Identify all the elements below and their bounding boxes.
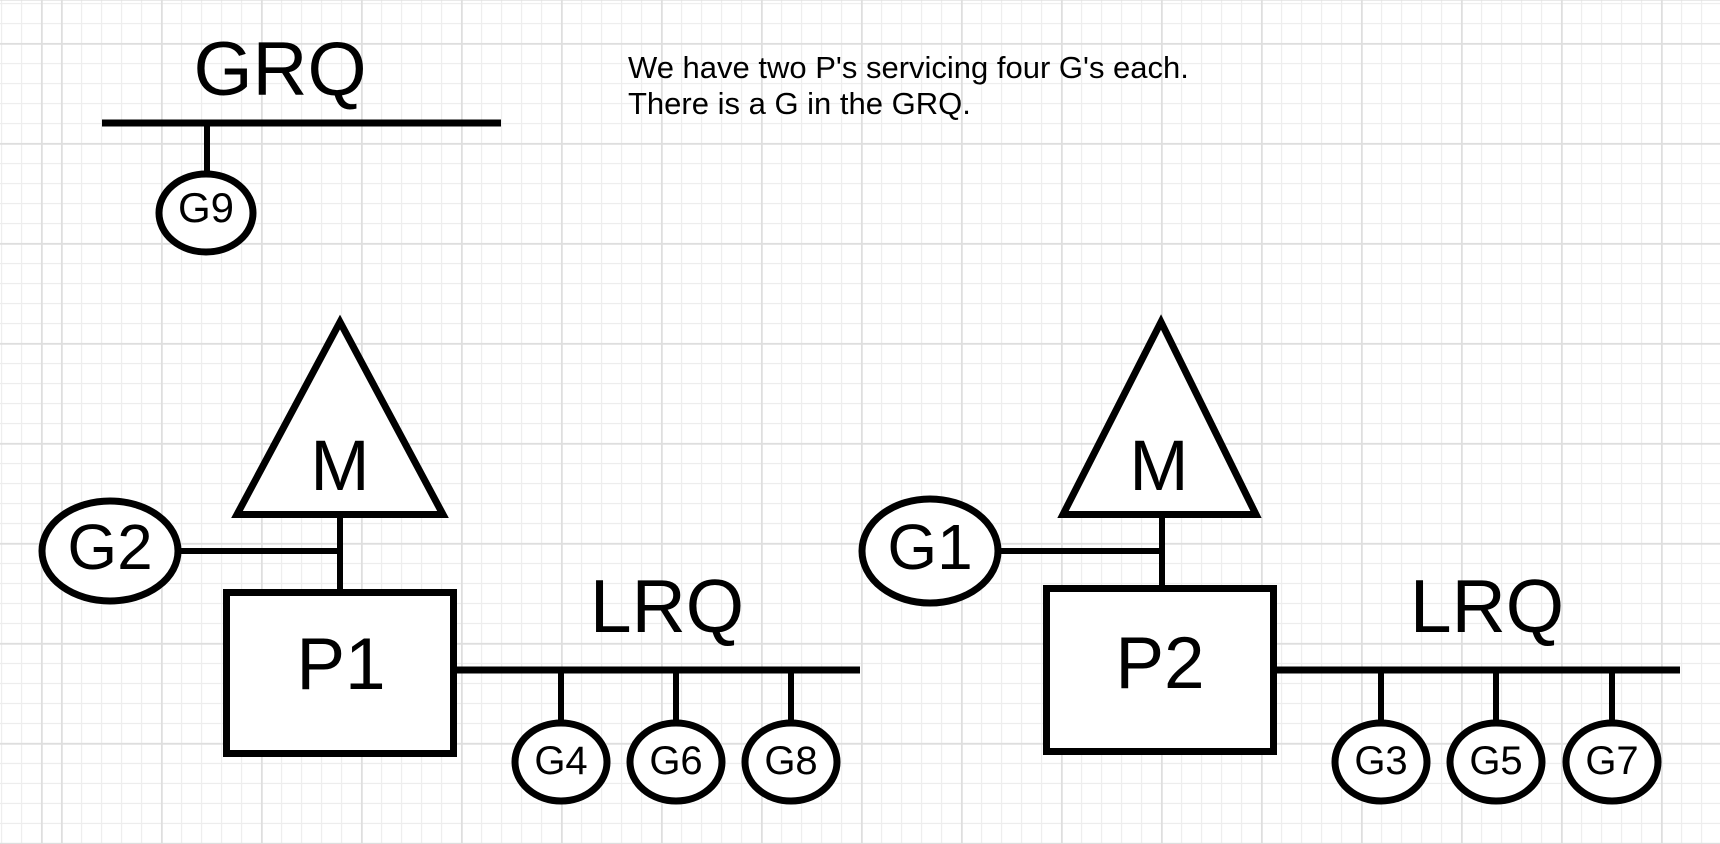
lrq1-title: LRQ [590, 564, 744, 648]
grq-group: GRQ G9 [102, 27, 501, 256]
p2-box[interactable] [1043, 585, 1277, 755]
p1-group: M G2 P1 LRQ G4 G6 G8 [38, 314, 860, 805]
p2-monitor-triangle[interactable] [1057, 314, 1262, 518]
g4-label: G4 [534, 739, 587, 783]
p2-label: P2 [1115, 623, 1204, 704]
g8-label: G8 [764, 739, 817, 783]
g5-label: G5 [1469, 739, 1522, 783]
g8-node[interactable] [741, 719, 841, 805]
p1-box[interactable] [223, 589, 457, 757]
note-text: We have two P's servicing four G's each.… [628, 50, 1189, 121]
g2-node[interactable] [38, 497, 182, 605]
lrq2-title: LRQ [1410, 564, 1564, 648]
p1-monitor-label: M [310, 427, 369, 506]
g3-label: G3 [1354, 739, 1407, 783]
g9-node[interactable] [155, 170, 257, 256]
g1-node[interactable] [858, 495, 1002, 607]
g6-label: G6 [649, 739, 702, 783]
g9-label: G9 [178, 184, 234, 231]
g7-label: G7 [1585, 739, 1638, 783]
note-line-2: There is a G in the GRQ. [628, 86, 971, 121]
p1-label: P1 [296, 624, 385, 705]
p1-monitor-triangle[interactable] [231, 314, 449, 518]
grq-title: GRQ [193, 27, 366, 112]
p2-monitor-label: M [1129, 427, 1188, 506]
g7-node[interactable] [1562, 719, 1662, 805]
g1-label: G1 [887, 511, 972, 583]
g3-node[interactable] [1331, 719, 1431, 805]
p2-group: M G1 P2 LRQ G3 G5 G7 [858, 314, 1680, 805]
g5-node[interactable] [1446, 719, 1546, 805]
g2-label: G2 [67, 511, 152, 583]
g6-node[interactable] [626, 719, 726, 805]
note-line-1: We have two P's servicing four G's each. [628, 50, 1189, 85]
g4-node[interactable] [511, 719, 611, 805]
